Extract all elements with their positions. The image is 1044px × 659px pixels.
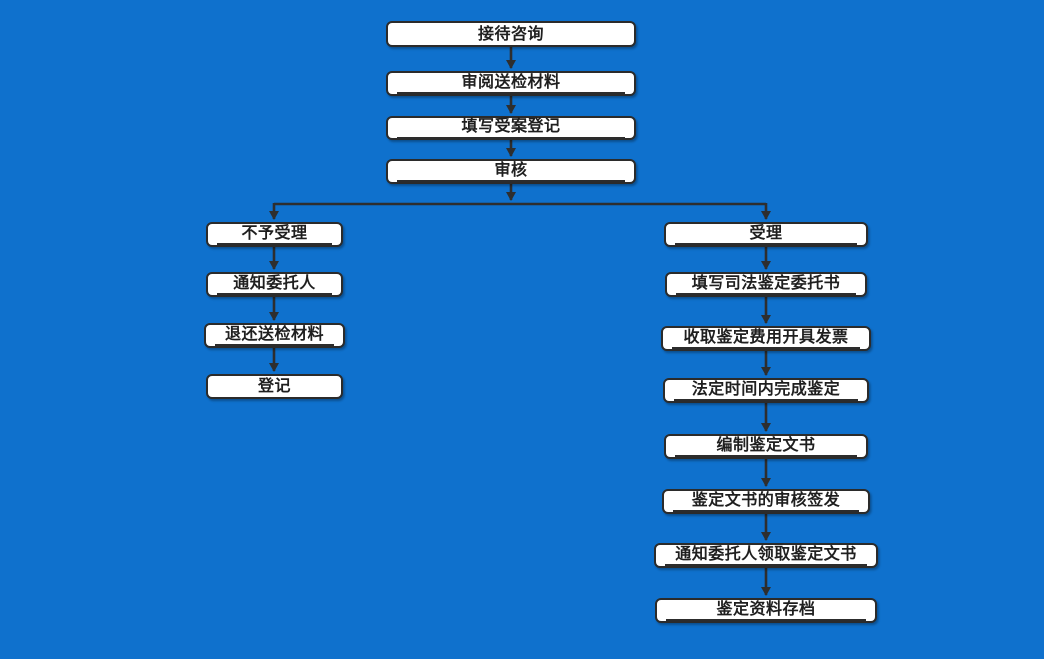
flow-node-label: 通知委托人领取鉴定文书 bbox=[665, 544, 867, 567]
flow-node-register: 登记 bbox=[206, 374, 343, 399]
flow-node-label: 不予受理 bbox=[217, 223, 332, 246]
flow-node-notify-client: 通知委托人 bbox=[206, 272, 343, 297]
flow-node-label: 退还送检材料 bbox=[215, 324, 334, 347]
flow-node-accepted: 受理 bbox=[664, 222, 868, 247]
flow-node-label: 审核 bbox=[397, 160, 625, 183]
flow-node-review: 审核 bbox=[386, 159, 636, 184]
flow-node-label: 受理 bbox=[675, 223, 857, 246]
flow-node-fill-case-registration: 填写受案登记 bbox=[386, 116, 636, 140]
flow-node-review-submitted-materials: 审阅送检材料 bbox=[386, 71, 636, 96]
flow-node-label: 编制鉴定文书 bbox=[675, 435, 857, 458]
flow-node-fill-commission-letter: 填写司法鉴定委托书 bbox=[665, 272, 867, 297]
flow-node-label: 登记 bbox=[257, 376, 291, 396]
flow-node-document-review-and-issue: 鉴定文书的审核签发 bbox=[662, 489, 870, 514]
flow-node-label: 填写受案登记 bbox=[397, 116, 625, 139]
flow-node-return-submitted-materials: 退还送检材料 bbox=[204, 323, 345, 348]
flow-node-label: 鉴定资料存档 bbox=[666, 599, 866, 622]
flow-node-label: 法定时间内完成鉴定 bbox=[674, 379, 858, 402]
flow-node-label: 收取鉴定费用开具发票 bbox=[672, 327, 860, 350]
flow-node-reception-consultation: 接待咨询 bbox=[386, 21, 636, 47]
flow-node-not-accepted: 不予受理 bbox=[206, 222, 343, 247]
flow-node-label: 通知委托人 bbox=[217, 273, 332, 296]
flow-node-complete-within-legal-time: 法定时间内完成鉴定 bbox=[663, 378, 869, 403]
flow-node-label: 审阅送检材料 bbox=[397, 72, 625, 95]
flow-node-collect-fee-issue-invoice: 收取鉴定费用开具发票 bbox=[661, 326, 871, 351]
flow-node-prepare-appraisal-document: 编制鉴定文书 bbox=[664, 434, 868, 459]
flow-node-label: 填写司法鉴定委托书 bbox=[676, 273, 856, 296]
flow-node-archive-appraisal-materials: 鉴定资料存档 bbox=[655, 598, 877, 623]
flow-node-notify-client-collect-document: 通知委托人领取鉴定文书 bbox=[654, 543, 878, 568]
flow-node-label: 接待咨询 bbox=[477, 23, 544, 43]
flow-node-label: 鉴定文书的审核签发 bbox=[673, 490, 859, 513]
